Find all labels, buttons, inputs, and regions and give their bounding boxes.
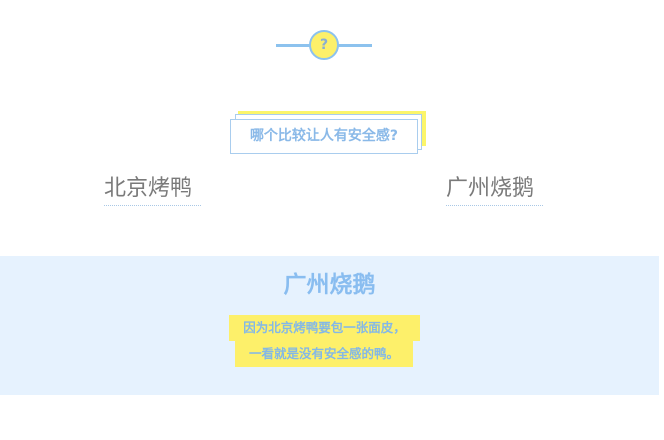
- answer-title: 广州烧鹅: [283, 272, 376, 298]
- option-beijing-roast-duck[interactable]: 北京烤鸭: [104, 175, 201, 206]
- question-text: 哪个比较让人有安全感?: [230, 119, 418, 154]
- answer-panel: 广州烧鹅 因为北京烤鸭要包一张面皮， 一看就是没有安全感的鸭。: [0, 256, 659, 395]
- divider-line-left: [276, 44, 311, 47]
- answer-explanation-line-2: 一看就是没有安全感的鸭。: [235, 341, 413, 367]
- option-guangzhou-roast-goose[interactable]: 广州烧鹅: [446, 175, 543, 206]
- divider-line-right: [337, 44, 372, 47]
- answer-explanation-line-1: 因为北京烤鸭要包一张面皮，: [229, 315, 420, 341]
- question-mark-icon: ?: [309, 30, 339, 60]
